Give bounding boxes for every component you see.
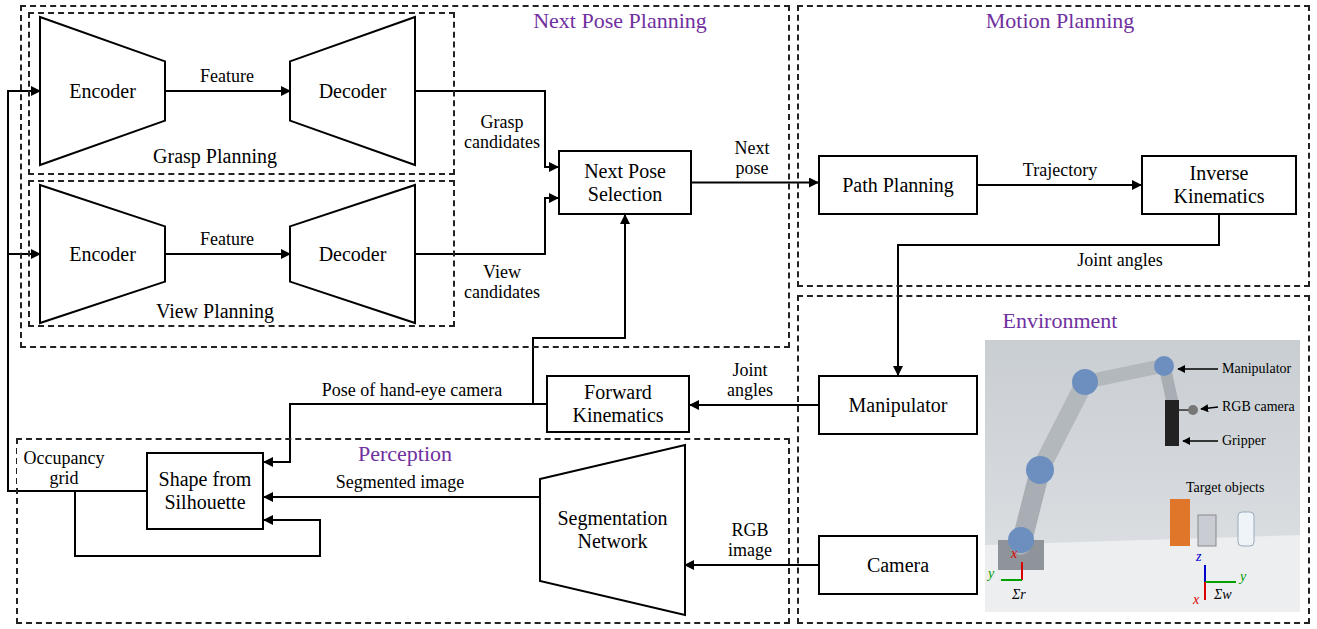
connector-arrow	[692, 182, 818, 184]
edge-label: Trajectory	[1021, 160, 1099, 180]
frame-label: Σw	[1214, 587, 1232, 603]
perception-region: PerceptionShape from SilhouetteSegmentat…	[16, 438, 790, 624]
axis-label: x	[1011, 546, 1017, 562]
connector-arrow	[264, 496, 540, 498]
axis-label: x	[1193, 592, 1199, 608]
robot-joint	[1072, 369, 1098, 395]
robot-joint	[1026, 456, 1054, 484]
environment-region: EnvironmentManipulatorCamera	[797, 295, 1310, 624]
edge-label: Feature	[198, 66, 256, 86]
edge-label: Segmented image	[334, 472, 466, 492]
connector-arrow	[415, 91, 558, 167]
robot-link	[1040, 382, 1085, 470]
box-label: Camera	[867, 554, 929, 577]
process-box: Forward Kinematics	[546, 375, 690, 433]
gripper-shape	[1165, 400, 1179, 446]
table-surface	[985, 535, 1300, 612]
box-label: Decoder	[319, 80, 387, 103]
region-title: View Planning	[156, 300, 274, 323]
box-label: Shape from Silhouette	[152, 468, 258, 514]
box-label: Inverse Kinematics	[1147, 162, 1291, 208]
box-label: Forward Kinematics	[552, 381, 684, 427]
axis-z	[1204, 565, 1206, 582]
camera-shape	[1188, 405, 1198, 415]
part-name: RGB camera	[1222, 399, 1295, 415]
box-label: Encoder	[69, 243, 136, 266]
frame-label: Σr	[1012, 587, 1026, 603]
edge-label: Joint angles	[719, 360, 781, 400]
process-box: Path Planning	[818, 155, 978, 215]
network-shape: Segmentation Network	[540, 445, 685, 615]
robot-joint	[1154, 356, 1174, 376]
part-name: Target objects	[1186, 480, 1264, 496]
region-title: Motion Planning	[986, 8, 1135, 33]
axis-label: y	[1240, 569, 1246, 585]
edge-label: RGB image	[719, 520, 781, 560]
edge-label: Next pose	[725, 138, 779, 178]
decoder-shape: Decoder	[290, 17, 415, 165]
encoder-shape: Encoder	[40, 185, 165, 323]
connector-arrow	[165, 90, 290, 92]
axis-label: y	[988, 566, 994, 582]
process-box: Manipulator	[818, 375, 978, 435]
trapezoid-path	[290, 185, 415, 323]
part-name: Gripper	[1222, 433, 1266, 449]
leader-line	[1178, 368, 1218, 370]
edge-label: Grasp candidates	[460, 112, 544, 152]
box-label: Encoder	[69, 80, 136, 103]
connector-arrow	[978, 184, 1141, 186]
leader-line	[1201, 407, 1218, 409]
encoder-shape: Encoder	[40, 17, 165, 165]
axis-y	[1001, 579, 1022, 581]
axis-label: z	[1196, 549, 1201, 565]
target-can	[1198, 515, 1216, 546]
axis-y	[1205, 581, 1236, 583]
region-title: Next Pose Planning	[533, 8, 707, 33]
process-box: Inverse Kinematics	[1141, 155, 1297, 215]
trapezoid-path	[40, 185, 165, 323]
box-label: Segmentation Network	[540, 507, 685, 553]
edge-label: Pose of hand-eye camera	[320, 380, 504, 400]
planning-region: Next Pose PlanningGrasp PlanningEncoderD…	[20, 5, 790, 348]
trapezoid-path	[290, 17, 415, 165]
module-group: Grasp Planning Encoder Decoder	[28, 12, 455, 175]
region-title: Perception	[358, 441, 452, 466]
region-title: Grasp Planning	[153, 145, 277, 168]
box-label: Next Pose Selection	[564, 160, 686, 206]
edge-label: Joint angles	[1075, 250, 1165, 270]
part-name: Manipulator	[1222, 361, 1291, 377]
axis-x	[1204, 582, 1206, 600]
decoder-shape: Decoder	[290, 185, 415, 323]
edge-label: Feature	[198, 229, 256, 249]
planning-region: Motion PlanningPath Planning Inverse Kine…	[797, 5, 1310, 287]
trapezoid-path	[40, 17, 165, 165]
box-label: Path Planning	[842, 174, 954, 197]
region-title: Environment	[1003, 308, 1118, 333]
leader-line	[1183, 440, 1218, 442]
photo-background	[985, 340, 1300, 612]
target-box	[1170, 499, 1190, 546]
edge-label: Occupancy grid	[17, 448, 111, 488]
axis-x	[1021, 562, 1023, 580]
connector-arrow	[415, 198, 558, 254]
connector-arrow	[165, 253, 290, 255]
process-box: Camera	[818, 535, 978, 595]
process-box: Shape from Silhouette	[146, 452, 264, 530]
box-label: Manipulator	[849, 394, 948, 417]
trapezoid-path	[540, 445, 685, 615]
edge-label: View candidates	[460, 262, 544, 302]
process-box: Next Pose Selection	[558, 150, 692, 215]
box-label: Decoder	[319, 243, 387, 266]
module-group: View Planning Encoder Decoder	[28, 180, 455, 327]
target-bottle	[1238, 512, 1254, 546]
